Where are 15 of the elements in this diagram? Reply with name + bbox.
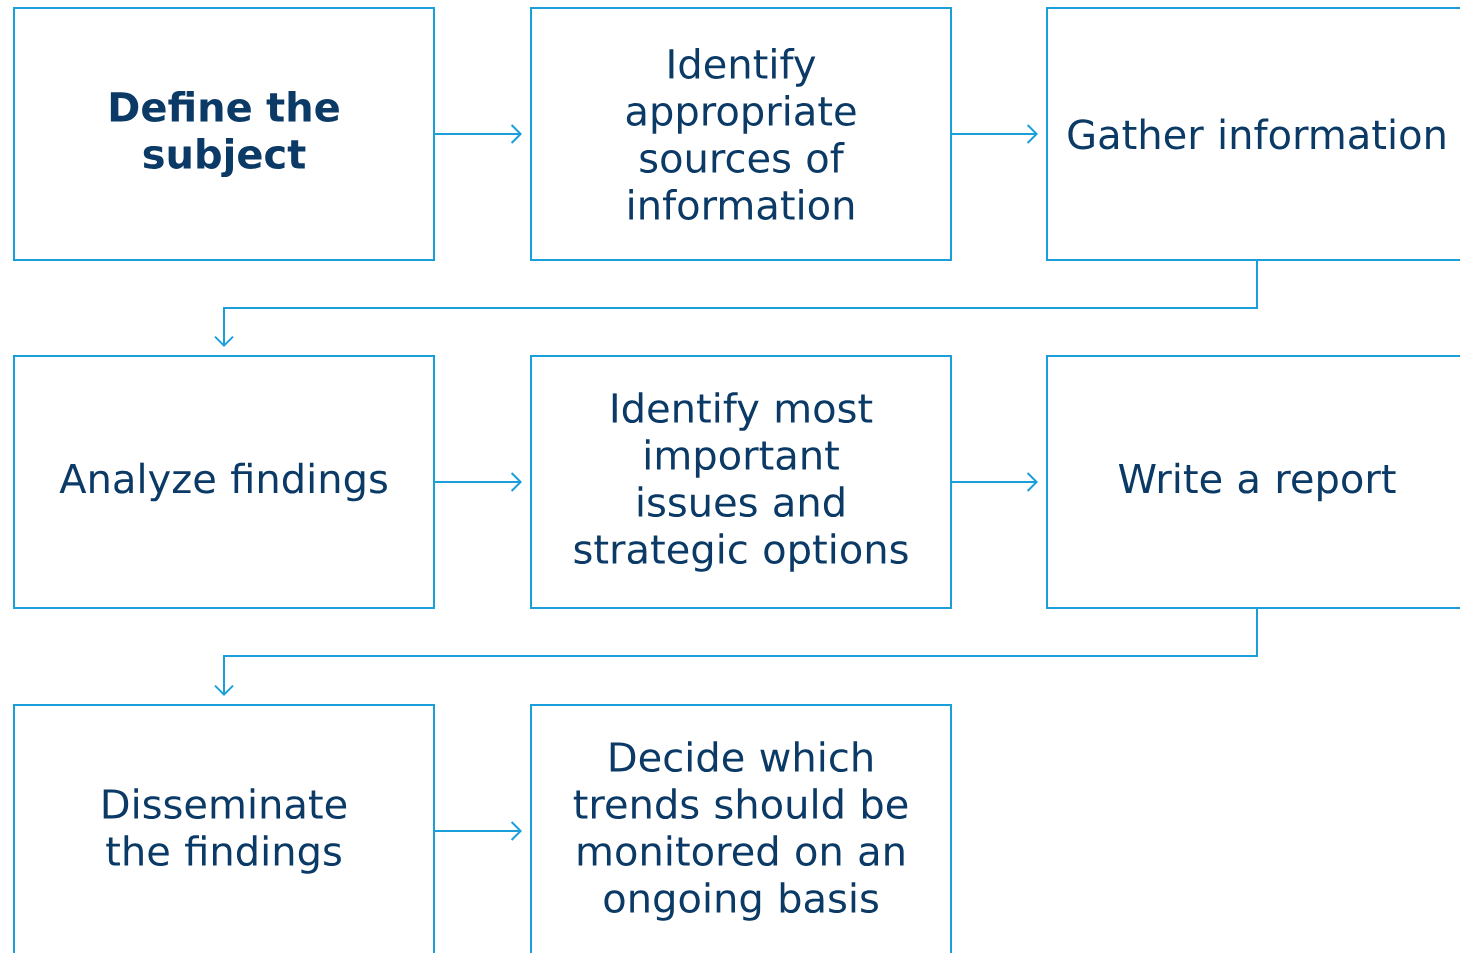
arrow xyxy=(214,260,1258,347)
process-box: Disseminate the findings xyxy=(13,704,435,953)
process-box: Identify most important issues and strategic options xyxy=(530,355,952,609)
arrow xyxy=(434,472,522,492)
arrow xyxy=(434,124,522,144)
process-box: Gather information xyxy=(1046,7,1460,261)
process-box: Analyze findings xyxy=(13,355,435,609)
arrow xyxy=(951,472,1038,492)
process-box: Identify appropriate sources of information xyxy=(530,7,952,261)
process-box: Decide which trends should be monitored on an ongoing basis xyxy=(530,704,952,953)
process-box: Write a report xyxy=(1046,355,1460,609)
process-box: Define the subject xyxy=(13,7,435,261)
arrow xyxy=(951,124,1038,144)
arrow xyxy=(214,608,1258,696)
arrow xyxy=(434,821,522,841)
